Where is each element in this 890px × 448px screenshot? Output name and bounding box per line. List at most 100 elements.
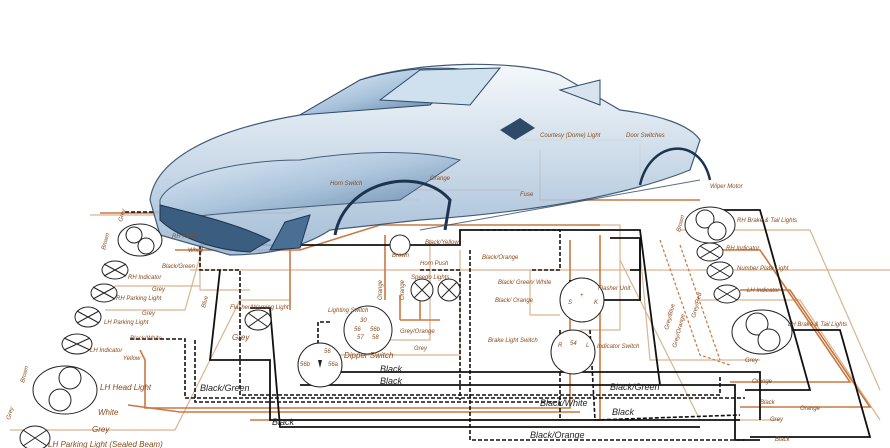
label-black-white-center: Black/White: [540, 398, 588, 408]
lh-brake-tail-lamp: [731, 309, 793, 355]
label-door-switches: Door Switches: [626, 133, 665, 139]
label-black-orange-small: Black/Orange: [482, 255, 519, 261]
label-grey-orange-rear: Grey/Orange: [672, 313, 687, 349]
label-speedo-lights: Speedo Lights: [411, 275, 449, 281]
lamps: [19, 206, 793, 448]
label-white-top: White: [188, 248, 204, 254]
terminal-54: 54: [570, 341, 577, 347]
rh-brake-tail-lamp: [684, 206, 736, 244]
label-black-green-rc: Black/Green: [610, 382, 660, 392]
label-orange-rear-2: Orange: [800, 406, 821, 412]
terminal-s: S: [568, 300, 572, 306]
label-black-rear-2: Black: [775, 437, 791, 443]
label-wiper-motor: Wiper Motor: [710, 184, 744, 190]
label-lh-parking-sealed: LH Parking Light (Sealed Beam): [48, 440, 163, 448]
terminal-56b: 56b: [370, 327, 381, 333]
flasher-unit-body: [559, 277, 605, 323]
horn-icon: [389, 234, 411, 256]
terminal-58: 58: [372, 335, 379, 341]
lh-parking-sealed-lamp: [19, 425, 51, 448]
labels: White Black/Green RH Indicator Grey RH P…: [6, 133, 847, 448]
label-grey-blue: Grey/Blue: [664, 303, 677, 331]
label-black-rear-1: Black: [760, 400, 776, 406]
label-black-yellow: Black/Yellow: [425, 240, 459, 246]
label-number-plate: Number Plate Light: [737, 266, 789, 272]
label-rh-indicator: RH Indicator: [128, 275, 162, 281]
label-grey-red: Grey/Red: [691, 292, 704, 319]
terminal-k: K: [594, 300, 599, 306]
label-lh-brake-tail: LH Brake & Tail Lights: [788, 322, 847, 328]
label-rh-brake-tail: RH Brake & Tail Lights: [737, 218, 797, 224]
label-grey-orange: Grey/Orange: [400, 329, 435, 335]
label-rh-head: RH Head: [172, 234, 197, 240]
indicator-switch-body: [550, 329, 596, 375]
label-grey-2: Grey: [142, 311, 156, 317]
label-grey-3: Grey: [92, 425, 110, 434]
label-brown-center: Brown: [392, 253, 410, 259]
label-black-white: Black/White: [130, 336, 162, 342]
terminal-56: 56: [354, 327, 361, 333]
label-lh-head-light: LH Head Light: [100, 383, 152, 392]
label-flasher-unit: Flasher Unit: [598, 286, 631, 292]
label-rear-lh-indicator: LH Indicator: [747, 288, 780, 294]
label-orange-top: Orange: [430, 176, 451, 182]
label-grey-1: Grey: [152, 287, 166, 293]
label-lh-indicator: LH Indicator: [90, 348, 123, 354]
label-grey-top: Grey: [118, 207, 127, 222]
label-grey-side: Grey: [6, 405, 15, 420]
label-brake-light-switch: Brake Light Switch: [488, 338, 538, 344]
label-brown: Brown: [20, 365, 30, 384]
terminal-l: L: [586, 343, 589, 349]
label-black-b: Black: [380, 376, 403, 386]
rh-head-light: [117, 223, 163, 257]
label-courtesy-light: Courtesy (Dome) Light: [540, 133, 601, 139]
flasher-warning-lamp: [244, 309, 272, 331]
label-blue: Blue: [201, 295, 210, 309]
label-lighting-switch: Lighting Switch: [328, 308, 369, 314]
label-black-rc: Black: [612, 407, 635, 417]
label-black-green: Black/Green: [162, 264, 196, 270]
terminal-57: 57: [357, 335, 364, 341]
label-white: White: [98, 408, 119, 417]
label-grey-rear-2: Grey: [770, 417, 784, 423]
terminal-dipper-56b: 56b: [300, 362, 311, 368]
terminal-dipper-56: 56: [324, 349, 331, 355]
label-indicator-switch: Indicator Switch: [597, 344, 640, 350]
label-horn-switch: Horn Switch: [330, 181, 363, 187]
label-horn-push: Horn Push: [420, 261, 449, 267]
label-brown-top: Brown: [101, 232, 111, 251]
label-fuse: Fuse: [520, 192, 534, 198]
label-rear-rh-indicator: RH Indicator: [726, 246, 760, 252]
label-grey-center: Grey: [232, 333, 250, 342]
rh-parking-lamp: [90, 283, 118, 303]
label-black-orange-rc: Black/ Orange: [495, 298, 534, 304]
number-plate-lamp: [706, 261, 734, 281]
label-grey-b: Grey: [414, 346, 428, 352]
lh-indicator-lamp: [61, 333, 93, 355]
label-black-green-white: Black/ Green/ White: [498, 280, 552, 286]
label-orange-rear-1: Orange: [752, 379, 773, 385]
label-black-a: Black: [380, 364, 403, 374]
label-dipper-switch: Dipper Switch: [344, 351, 394, 360]
label-orange-2: Orange: [400, 279, 406, 300]
black-wires: [125, 209, 872, 441]
label-grey-rear: Grey: [745, 358, 759, 364]
label-orange-1: Orange: [378, 279, 384, 300]
rear-rh-indicator-lamp: [696, 242, 724, 262]
label-yellow: Yellow: [123, 356, 141, 362]
dipper-switch-body: [297, 342, 343, 388]
label-rh-parking-light: RH Parking Light: [116, 296, 162, 302]
car-sketch: [149, 63, 712, 256]
lh-parking-lamp: [74, 306, 102, 328]
label-black-green-center: Black/Green: [200, 383, 250, 393]
label-black-center: Black: [272, 417, 295, 427]
speedo-lamp-2: [437, 278, 461, 302]
terminal-30: 30: [360, 318, 367, 324]
terminal-dipper-56a: 56a: [328, 362, 339, 368]
label-lh-parking-light: LH Parking Light: [104, 320, 149, 326]
lighting-switch-body: [343, 305, 393, 355]
terminal-r: R: [558, 343, 563, 349]
label-black-orange: Black/Orange: [530, 430, 585, 440]
terminal-plus: +: [580, 293, 584, 299]
